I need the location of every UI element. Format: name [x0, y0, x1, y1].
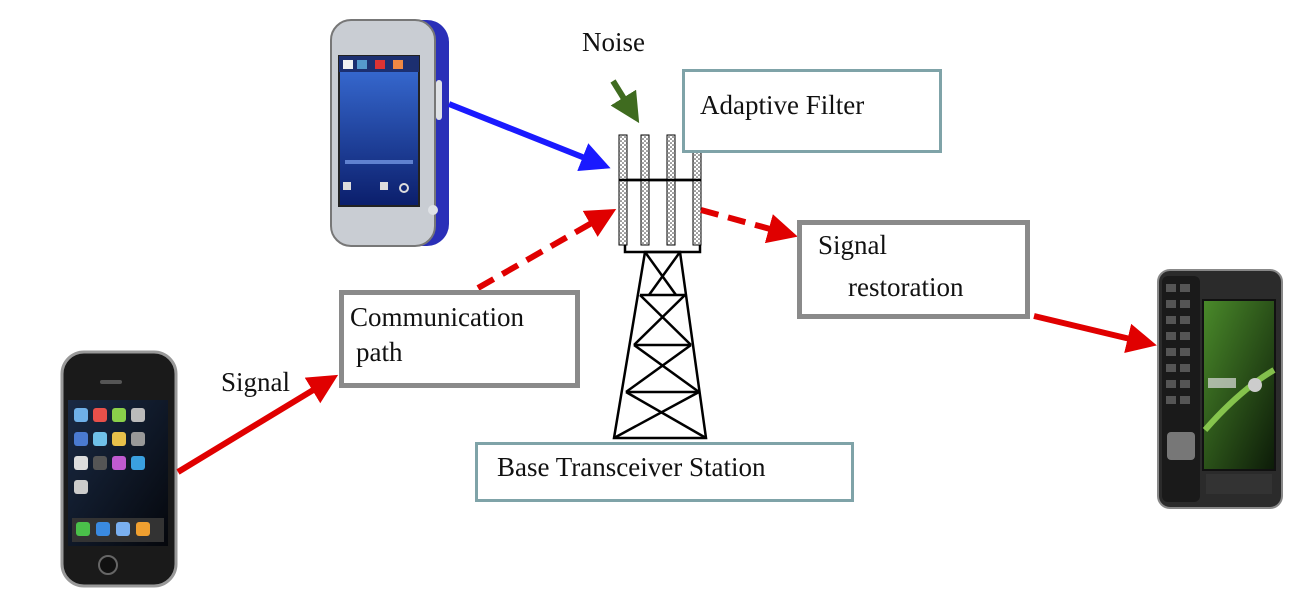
interference-arrow — [447, 101, 611, 172]
smartphone-icon — [60, 350, 178, 588]
signal-restoration-label-line1: Signal — [818, 230, 888, 260]
signal-arrow — [176, 374, 339, 475]
signal-restoration-label-line2: restoration — [848, 272, 964, 302]
noise-label: Noise — [582, 27, 645, 57]
adaptive-filter-box — [682, 69, 942, 153]
communication-path-arrow — [476, 209, 617, 291]
base-station-box — [475, 442, 854, 502]
base-station-label: Base Transceiver Station — [497, 452, 766, 482]
slider-phone-icon — [330, 19, 449, 247]
signal-label: Signal — [221, 367, 291, 397]
noise-arrow — [610, 79, 640, 124]
restoration-output-arrow — [1033, 313, 1157, 354]
communication-path-label-line2: path — [356, 337, 403, 367]
adaptive-filter-label: Adaptive Filter — [700, 90, 865, 120]
restoration-input-arrow — [700, 207, 798, 244]
cell-tower-icon — [612, 134, 708, 440]
qwerty-phone-icon — [1157, 269, 1283, 509]
communication-path-label-line1: Communication — [350, 302, 524, 332]
signal-restoration-box — [797, 220, 1030, 319]
communication-path-box — [339, 290, 580, 388]
